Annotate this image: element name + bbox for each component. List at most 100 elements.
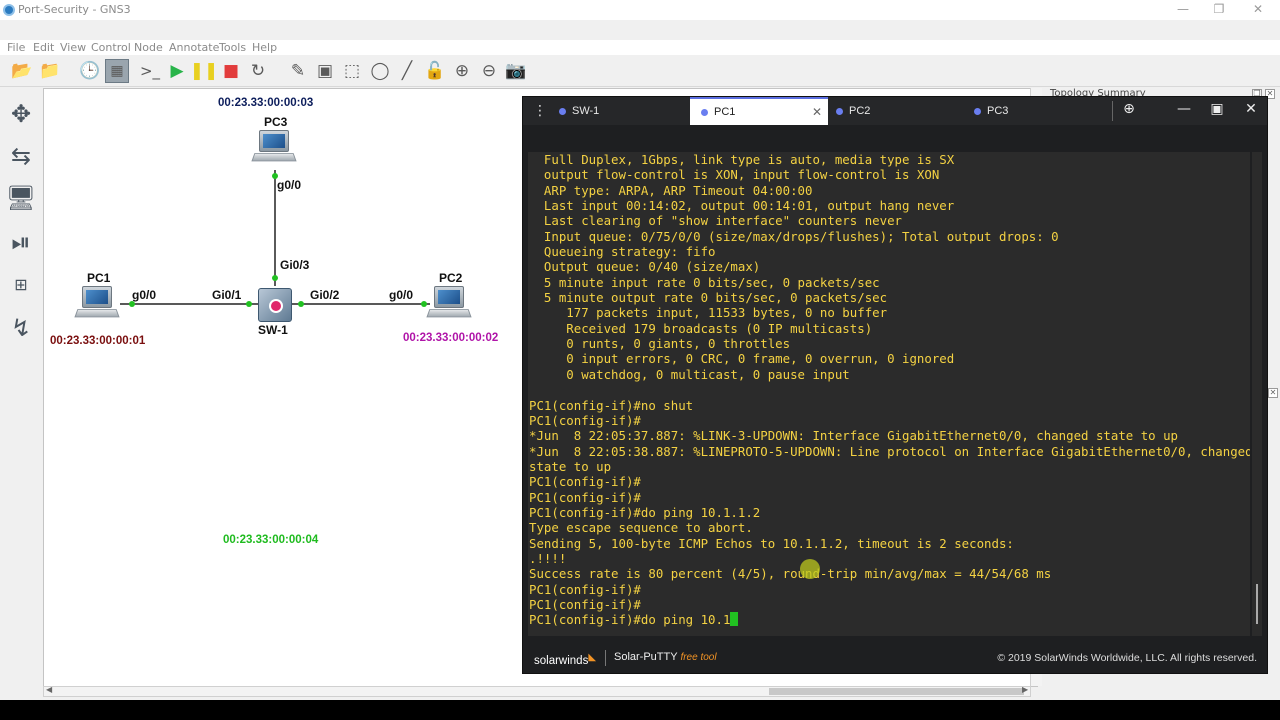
zoom-in-icon[interactable]: ⊕ (454, 61, 470, 81)
zoom-out-icon[interactable]: ⊖ (481, 61, 497, 81)
window-title: Port-Security - GNS3 (18, 3, 131, 16)
terminal-line: PC1(config-if)#no shut (529, 397, 694, 413)
menu-annotate[interactable]: Annotate (169, 41, 220, 54)
menu-bar: File Edit View Control Node Annotate Too… (0, 40, 1280, 55)
terminal-close-icon[interactable]: ✕ (1245, 101, 1257, 117)
sw1-label: SW-1 (258, 323, 288, 337)
restore-icon[interactable]: ❐ (1213, 2, 1225, 16)
terminal-maximize-icon[interactable]: ▣ (1210, 101, 1224, 117)
terminal-scrollbar[interactable] (1252, 152, 1262, 636)
canvas-horizontal-scrollbar[interactable]: ◀ ▶ (43, 685, 1031, 697)
terminal-current-input: PC1(config-if)#do ping 10.1 (529, 612, 731, 628)
terminal-line: ARP type: ARPA, ARP Timeout 04:00:00 (529, 182, 813, 198)
terminal-output[interactable]: Full Duplex, 1Gbps, link type is auto, m… (528, 152, 1250, 636)
new-project-icon[interactable]: 📂 (11, 61, 33, 81)
tab-pc1[interactable]: PC1 ✕ (690, 97, 828, 125)
browse-switches-icon[interactable]: ⇆ (10, 142, 32, 170)
tab-pc3[interactable]: PC3 (974, 97, 1104, 125)
scroll-thumb[interactable] (769, 688, 1024, 695)
footer-app-name: Solar-PuTTY free tool (614, 651, 717, 663)
terminal-line: PC1(config-if)# (529, 489, 641, 505)
menu-file[interactable]: File (7, 41, 26, 54)
terminal-line: PC1(config-if)#do ping 10.1.1.2 (529, 504, 761, 520)
terminal-line: 5 minute input rate 0 bits/sec, 0 packet… (529, 274, 880, 290)
mouse-cursor-highlight (800, 559, 820, 579)
tab-label: PC2 (849, 105, 871, 117)
terminal-cursor (730, 612, 739, 627)
snapshot-clock-icon[interactable]: 🕒 (79, 61, 101, 81)
console-all-icon[interactable]: >_ (139, 62, 161, 80)
draw-line-icon[interactable]: ╱ (401, 61, 413, 81)
tab-close-icon[interactable]: ✕ (811, 105, 822, 119)
terminal-line: 177 packets input, 11533 bytes, 0 no buf… (529, 305, 888, 321)
menu-view[interactable]: View (60, 41, 87, 54)
pc3-mac-label[interactable]: 00:23.33:00:00:03 (218, 97, 314, 109)
browse-all-devices-icon[interactable]: ⊞ (14, 274, 28, 294)
sw1-node[interactable] (258, 288, 292, 322)
terminal-line: Last input 00:14:02, output 00:14:01, ou… (529, 198, 955, 214)
panel-close-icon[interactable]: ✕ (1265, 89, 1275, 99)
terminal-line: Sending 5, 100-byte ICMP Echos to 10.1.1… (529, 535, 1014, 551)
terminal-input-line[interactable]: PC1(config-if)#do ping 10.1 (529, 612, 1250, 627)
open-project-icon[interactable]: 📁 (39, 61, 61, 81)
footer-separator (605, 650, 606, 666)
menu-help[interactable]: Help (252, 41, 278, 54)
start-all-icon[interactable]: ▶ (170, 61, 184, 81)
add-note-icon[interactable]: ✎ (290, 61, 306, 81)
pc1-node[interactable] (74, 286, 120, 322)
pc3-label: PC3 (264, 115, 288, 129)
terminal-line: 0 watchdog, 0 multicast, 0 pause input (529, 366, 850, 382)
browse-end-devices-icon[interactable]: 🖥 (5, 184, 37, 212)
terminal-line: PC1(config-if)# (529, 581, 641, 597)
minimize-icon[interactable]: — (1177, 2, 1189, 16)
stop-all-icon[interactable]: ■ (222, 61, 240, 81)
terminal-minimize-icon[interactable]: — (1177, 101, 1191, 117)
pc1-mac-label[interactable]: 00:23.33:00:00:01 (50, 335, 146, 347)
sw1-port-left-dot (246, 301, 252, 307)
sw1-port-top-dot (272, 275, 278, 281)
tab-label: SW-1 (572, 105, 600, 117)
draw-ellipse-icon[interactable]: ◯ (370, 61, 390, 81)
add-link-icon[interactable]: ↯ (10, 314, 32, 342)
browse-security-devices-icon[interactable]: ⏯ (11, 228, 31, 256)
close-icon[interactable]: ✕ (1252, 2, 1264, 16)
panel2-close-icon[interactable]: ✕ (1268, 388, 1278, 398)
terminal-line: Last clearing of "show interface" counte… (529, 213, 902, 229)
browse-routers-icon[interactable]: ✥ (10, 100, 32, 128)
scroll-left-icon[interactable]: ◀ (46, 685, 53, 694)
show-interface-labels-icon[interactable]: ▦ (105, 59, 129, 83)
terminal-line: Output queue: 0/40 (size/max) (529, 259, 761, 275)
terminal-line: *Jun 8 22:05:38.887: %LINEPROTO-5-UPDOWN… (529, 443, 1250, 459)
menu-control[interactable]: Control (91, 41, 131, 54)
new-tab-plus-icon[interactable]: ⊕ (1123, 101, 1135, 117)
terminal-scroll-thumb[interactable] (1256, 584, 1258, 624)
menu-tools[interactable]: Tools (219, 41, 247, 54)
pc2-label: PC2 (439, 271, 463, 285)
tab-sw-1[interactable]: SW-1 (559, 97, 689, 125)
pc1-port-dot (129, 301, 135, 307)
tab-status-dot-icon (701, 108, 708, 116)
screenshot-camera-icon[interactable]: 📷 (505, 61, 527, 81)
terminal-line: 0 input errors, 0 CRC, 0 frame, 0 overru… (529, 351, 955, 367)
tab-pc2[interactable]: PC2 (836, 97, 966, 125)
terminal-line: 0 runts, 0 giants, 0 throttles (529, 336, 791, 352)
pc2-node[interactable] (426, 286, 472, 322)
suspend-all-icon[interactable]: ❚❚ (189, 61, 219, 81)
insert-picture-icon[interactable]: ▣ (316, 61, 334, 81)
pc1-port-label: g0/0 (132, 288, 157, 302)
tab-status-dot-icon (836, 107, 843, 115)
pc3-node[interactable] (251, 130, 297, 166)
pc2-mac-label[interactable]: 00:23.33:00:00:02 (403, 332, 499, 344)
lock-icon[interactable]: 🔓 (424, 61, 446, 81)
terminal-line: output flow-control is XON, input flow-c… (529, 167, 940, 183)
scroll-right-icon[interactable]: ▶ (1022, 685, 1029, 694)
more-options-icon[interactable]: ⋮ (533, 103, 547, 119)
terminal-line: Queueing strategy: fifo (529, 244, 716, 260)
reload-all-icon[interactable]: ↻ (250, 61, 266, 81)
draw-rectangle-icon[interactable]: ⬚ (343, 61, 361, 81)
mac-note-label[interactable]: 00:23.33:00:00:04 (223, 534, 319, 546)
menu-edit[interactable]: Edit (33, 41, 55, 54)
menu-node[interactable]: Node (134, 41, 163, 54)
solarwinds-logo: solarwinds◣ (534, 652, 596, 667)
app-tag-text: free tool (680, 652, 717, 663)
